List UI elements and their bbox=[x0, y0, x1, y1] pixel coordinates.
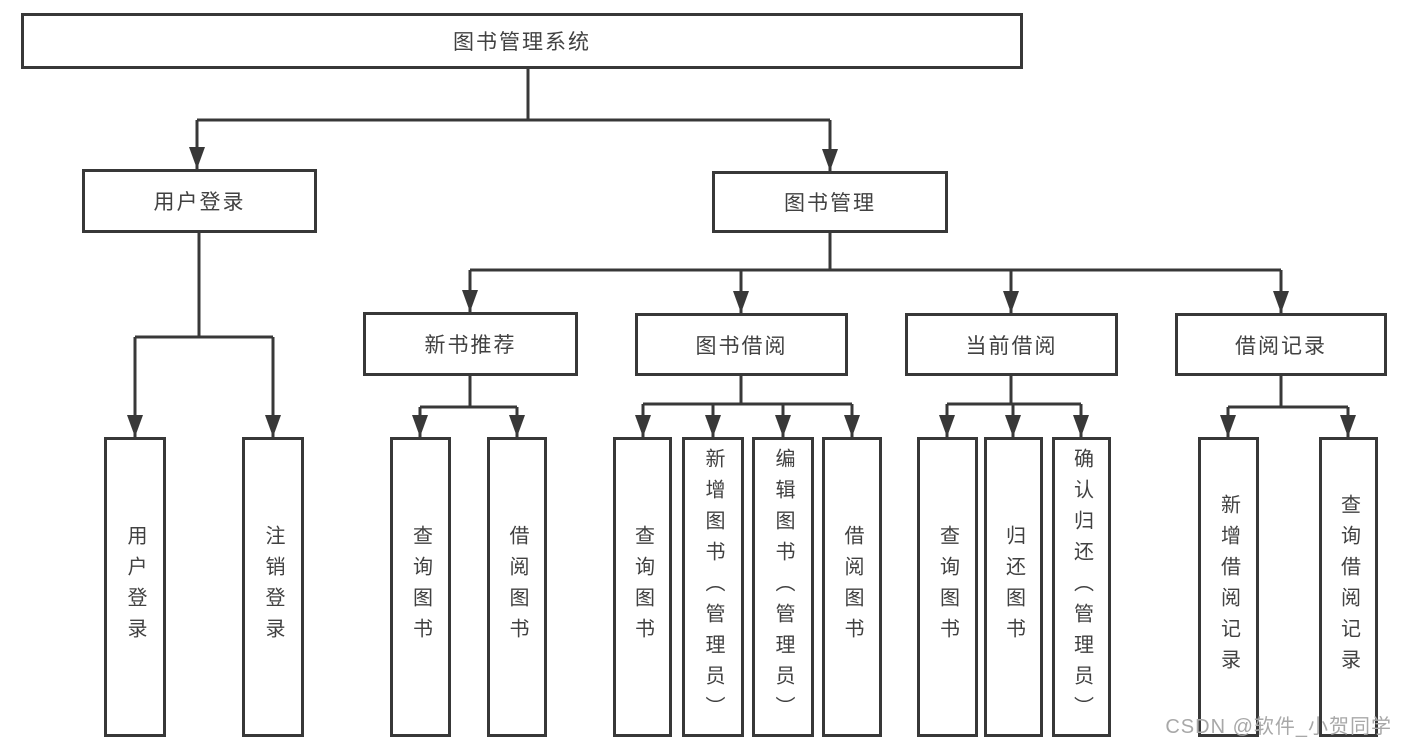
arrowhead bbox=[705, 415, 721, 437]
csdn-watermark: CSDN @软件_小贺同学 bbox=[1165, 716, 1392, 738]
arrowhead bbox=[775, 415, 791, 437]
node-book-management: 图书管理 bbox=[712, 171, 948, 233]
leaf-current-return-books: 归还图书 bbox=[984, 437, 1043, 737]
leaf-borrow-add-books-admin-label: 新增图书（管理员） bbox=[702, 447, 724, 727]
arrowhead bbox=[1005, 415, 1021, 437]
leaf-current-confirm-return-admin: 确认归还（管理员） bbox=[1052, 437, 1111, 737]
node-book-borrow: 图书借阅 bbox=[635, 313, 848, 376]
leaf-record-add-borrow-record-label: 新增借阅记录 bbox=[1217, 494, 1240, 680]
leaf-newbook-borrow-books: 借阅图书 bbox=[487, 437, 547, 737]
leaf-borrow-borrow-books-label: 借阅图书 bbox=[841, 525, 863, 649]
arrowhead bbox=[822, 149, 838, 171]
leaf-logout: 注销登录 bbox=[242, 437, 304, 737]
leaf-record-add-borrow-record: 新增借阅记录 bbox=[1198, 437, 1259, 737]
node-root: 图书管理系统 bbox=[21, 13, 1023, 69]
node-borrow-record-label: 借阅记录 bbox=[1235, 334, 1327, 358]
leaf-borrow-query-books: 查询图书 bbox=[613, 437, 672, 737]
leaf-newbook-query-books-label: 查询图书 bbox=[409, 525, 432, 649]
leaf-borrow-edit-books-admin-label: 编辑图书（管理员） bbox=[772, 447, 794, 727]
node-book-management-label: 图书管理 bbox=[784, 192, 876, 215]
arrowhead bbox=[509, 415, 525, 437]
arrowhead bbox=[1220, 415, 1236, 437]
leaf-logout-label: 注销登录 bbox=[262, 525, 284, 649]
node-borrow-record: 借阅记录 bbox=[1175, 313, 1387, 376]
node-new-book-recommend-label: 新书推荐 bbox=[424, 334, 517, 357]
leaf-borrow-borrow-books: 借阅图书 bbox=[822, 437, 882, 737]
arrowhead bbox=[635, 415, 651, 437]
arrowhead bbox=[1003, 291, 1019, 313]
node-current-borrow: 当前借阅 bbox=[905, 313, 1118, 376]
leaf-newbook-borrow-books-label: 借阅图书 bbox=[506, 525, 528, 649]
arrowhead bbox=[1340, 415, 1356, 437]
leaf-borrow-edit-books-admin: 编辑图书（管理员） bbox=[752, 437, 814, 737]
arrowhead bbox=[412, 415, 428, 437]
leaf-record-query-borrow-record: 查询借阅记录 bbox=[1319, 437, 1378, 737]
node-user-login-label: 用户登录 bbox=[153, 191, 246, 214]
arrowhead bbox=[127, 415, 143, 437]
leaf-current-query-books-label: 查询图书 bbox=[936, 525, 959, 649]
node-current-borrow-label: 当前借阅 bbox=[965, 334, 1058, 358]
node-root-label: 图书管理系统 bbox=[453, 31, 591, 54]
leaf-current-return-books-label: 归还图书 bbox=[1002, 525, 1025, 649]
node-book-borrow-label: 图书借阅 bbox=[695, 334, 788, 358]
leaf-user-login: 用户登录 bbox=[104, 437, 166, 737]
leaf-current-confirm-return-admin-label: 确认归还（管理员） bbox=[1070, 447, 1093, 727]
leaf-record-query-borrow-record-label: 查询借阅记录 bbox=[1337, 494, 1360, 680]
arrowhead bbox=[1073, 415, 1089, 437]
leaf-newbook-query-books: 查询图书 bbox=[390, 437, 451, 737]
arrowhead bbox=[844, 415, 860, 437]
leaf-current-query-books: 查询图书 bbox=[917, 437, 978, 737]
leaf-user-login-label: 用户登录 bbox=[124, 525, 146, 649]
leaf-borrow-add-books-admin: 新增图书（管理员） bbox=[682, 437, 744, 737]
node-user-login: 用户登录 bbox=[82, 169, 317, 233]
leaf-borrow-query-books-label: 查询图书 bbox=[631, 525, 654, 649]
arrowhead bbox=[189, 147, 205, 169]
node-new-book-recommend: 新书推荐 bbox=[363, 312, 578, 376]
arrowhead bbox=[939, 415, 955, 437]
arrowhead bbox=[733, 291, 749, 313]
arrowhead bbox=[265, 415, 281, 437]
arrowhead bbox=[1273, 291, 1289, 313]
arrowhead bbox=[462, 290, 478, 312]
